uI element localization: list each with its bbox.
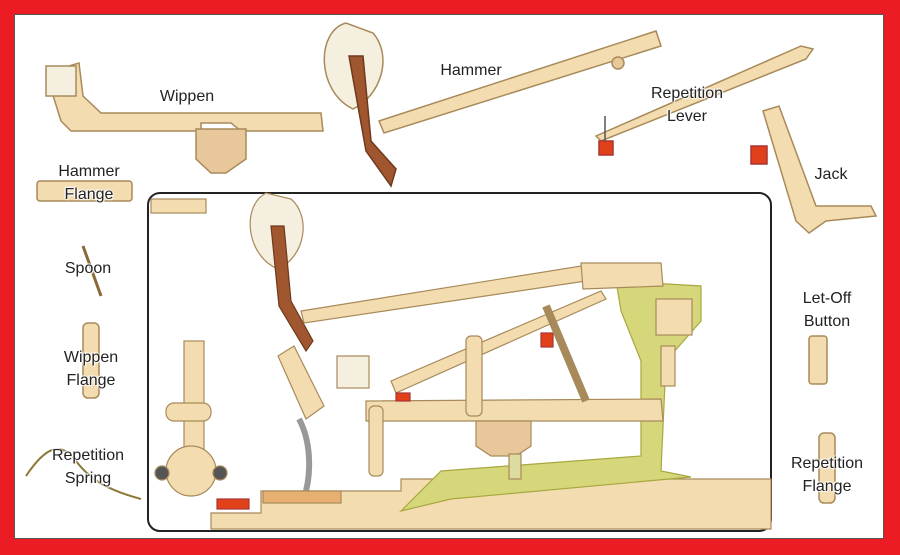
label-line: Let-Off: [802, 290, 852, 307]
label-wippen: Wippen: [159, 88, 215, 105]
label-line: Hammer: [58, 163, 120, 180]
label-line: Button: [803, 313, 851, 330]
hammer-flange-part: [36, 180, 133, 202]
piano-action-illustration: [25, 22, 878, 532]
hammer-part: [323, 22, 662, 188]
wippen-flange-part: [82, 322, 100, 399]
wippen-part: [45, 62, 324, 174]
label-line: Wippen: [63, 349, 119, 366]
label-line: Repetition: [650, 85, 724, 102]
label-hammer: Hammer: [440, 62, 502, 79]
label-line: Repetition: [51, 447, 125, 464]
label-spoon: Spoon: [64, 260, 112, 277]
repetition-spring-part: [25, 448, 142, 500]
label-line: Lever: [666, 108, 708, 125]
repetition-flange-part: [818, 432, 836, 504]
assembled-action: [147, 192, 772, 532]
label-line: Flange: [66, 372, 116, 389]
jack-part: [750, 105, 878, 234]
let-off-button-part: [808, 335, 828, 385]
label-jack: Jack: [814, 166, 848, 183]
spoon-part: [81, 245, 103, 297]
label-line: Flange: [64, 186, 114, 203]
label-line: Flange: [802, 478, 852, 495]
label-line: Spring: [64, 470, 112, 487]
label-line: Repetition: [790, 455, 864, 472]
repetition-lever-part: [594, 45, 815, 156]
